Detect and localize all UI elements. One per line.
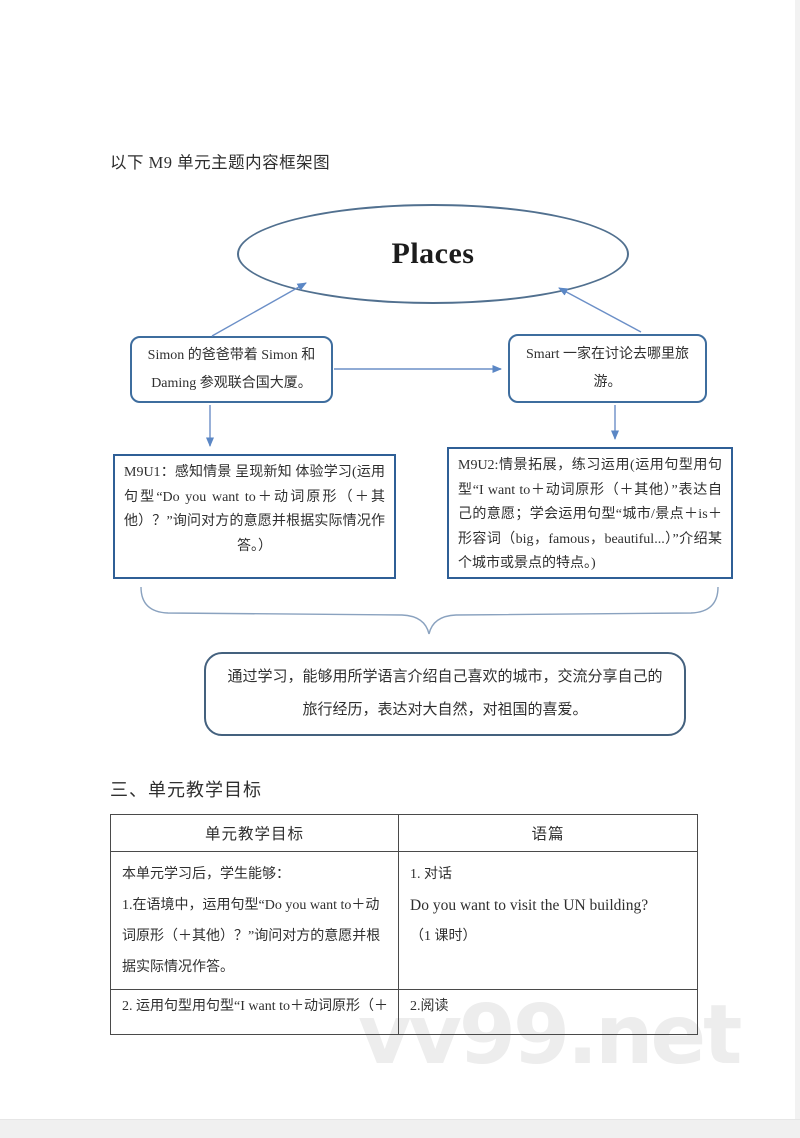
summary-box-text: 通过学习，能够用所学语言介绍自己喜欢的城市，交流分享自己的旅行经历，表达对大自然… [227, 669, 663, 718]
goal-cell-1: 本单元学习后，学生能够： 1.在语境中，运用句型“Do you want to＋… [110, 851, 399, 990]
page-edge-right [795, 0, 800, 1137]
arrow-leftbox-to-ellipse [211, 282, 307, 337]
table-header-row: 单元教学目标 语篇 [110, 814, 698, 852]
scenario-box-m9u1-text: Simon 的爸爸带着 Simon 和 Daming 参观联合国大厦。 [147, 347, 316, 391]
scenario-box-m9u1: Simon 的爸爸带着 Simon 和 Daming 参观联合国大厦。 [130, 336, 333, 403]
table-header-text: 语篇 [398, 814, 698, 852]
table-header-goal: 单元教学目标 [110, 814, 399, 852]
detail-box-m9u1: M9U1：感知情景 呈现新知 体验学习(运用句型“Do you want to＋… [113, 454, 396, 579]
goal-item-1: 1.在语境中，运用句型“Do you want to＋动词原形（＋其他）？”询问… [122, 898, 381, 975]
scenario-box-m9u2: Smart 一家在讨论去哪里旅游。 [508, 334, 707, 403]
topic-ellipse: Places [237, 204, 629, 304]
goal-cell-2: 2. 运用句型用句型“I want to＋动词原形（＋ [110, 989, 399, 1035]
goals-table: 单元教学目标 语篇 本单元学习后，学生能够： 1.在语境中，运用句型“Do yo… [110, 814, 698, 1035]
table-row: 2. 运用句型用句型“I want to＋动词原形（＋ 2.阅读 [110, 989, 698, 1035]
goal-intro: 本单元学习后，学生能够： [122, 867, 290, 882]
text-cell-2: 2.阅读 [398, 989, 698, 1035]
text-title-1: Do you want to visit the UN building? [410, 897, 649, 914]
topic-label: Places [391, 237, 475, 270]
detail-box-m9u2: M9U2:情景拓展，练习运用(运用句型用句型“I want to＋动词原形（＋其… [447, 447, 733, 579]
arrow-rightbox-to-ellipse [558, 287, 642, 333]
text-type-1: 1. 对话 [410, 867, 452, 882]
text-duration-1: （1 课时） [410, 929, 477, 944]
scenario-box-m9u2-text: Smart 一家在讨论去哪里旅游。 [526, 346, 689, 390]
summary-box: 通过学习，能够用所学语言介绍自己喜欢的城市，交流分享自己的旅行经历，表达对大自然… [204, 652, 686, 736]
brace-down [140, 586, 719, 635]
page-edge-bottom [0, 1119, 800, 1138]
section-heading: 三、单元教学目标 [110, 780, 262, 800]
doc-title: 以下 M9 单元主题内容框架图 [110, 153, 331, 172]
goal-item-2: 2. 运用句型用句型“I want to＋动词原形（＋ [122, 999, 388, 1014]
text-cell-1: 1. 对话 Do you want to visit the UN buildi… [398, 851, 698, 990]
text-type-2: 2.阅读 [410, 999, 449, 1014]
table-row: 本单元学习后，学生能够： 1.在语境中，运用句型“Do you want to＋… [110, 851, 698, 990]
